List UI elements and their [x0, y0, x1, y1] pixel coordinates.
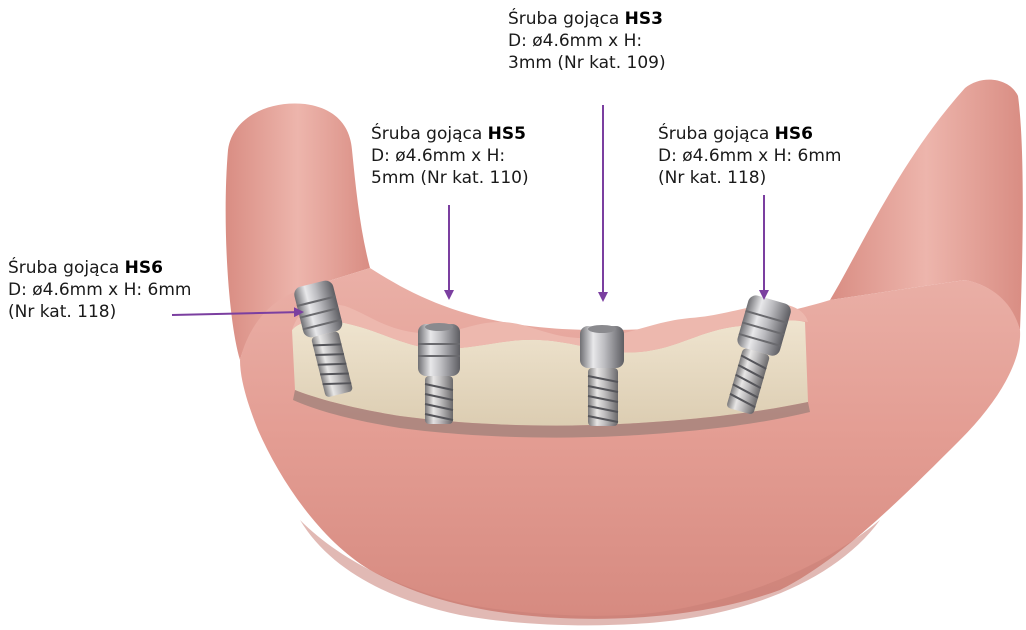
callout-hs6-left-code: HS6 [125, 258, 163, 278]
callout-hs6-left: Śruba gojąca HS6 D: ø4.6mm x H: 6mm (Nr … [8, 257, 192, 323]
callout-hs5-line3: 5mm (Nr kat. 110) [371, 167, 529, 189]
callout-hs6-right-line2: D: ø4.6mm x H: 6mm [658, 145, 842, 167]
callout-hs3-line2: D: ø4.6mm x H: [508, 30, 666, 52]
jaw-model [226, 80, 1023, 626]
callout-hs6-right-line3: (Nr kat. 118) [658, 167, 842, 189]
callout-hs5-line2: D: ø4.6mm x H: [371, 145, 529, 167]
callout-hs6-right: Śruba gojąca HS6 D: ø4.6mm x H: 6mm (Nr … [658, 123, 842, 189]
callout-hs5-code: HS5 [488, 124, 526, 144]
callout-hs3-line3: 3mm (Nr kat. 109) [508, 52, 666, 74]
callout-hs5-prefix: Śruba gojąca [371, 124, 488, 144]
callout-hs3: Śruba gojąca HS3 D: ø4.6mm x H: 3mm (Nr … [508, 8, 666, 74]
callout-hs5: Śruba gojąca HS5 D: ø4.6mm x H: 5mm (Nr … [371, 123, 529, 189]
callout-hs6-right-code: HS6 [775, 124, 813, 144]
callout-hs3-prefix: Śruba gojąca [508, 9, 625, 29]
callout-hs6-left-line2: D: ø4.6mm x H: 6mm [8, 279, 192, 301]
callout-hs6-left-line3: (Nr kat. 118) [8, 301, 192, 323]
callout-hs6-right-prefix: Śruba gojąca [658, 124, 775, 144]
callout-hs3-code: HS3 [625, 9, 663, 29]
callout-hs6-left-prefix: Śruba gojąca [8, 258, 125, 278]
